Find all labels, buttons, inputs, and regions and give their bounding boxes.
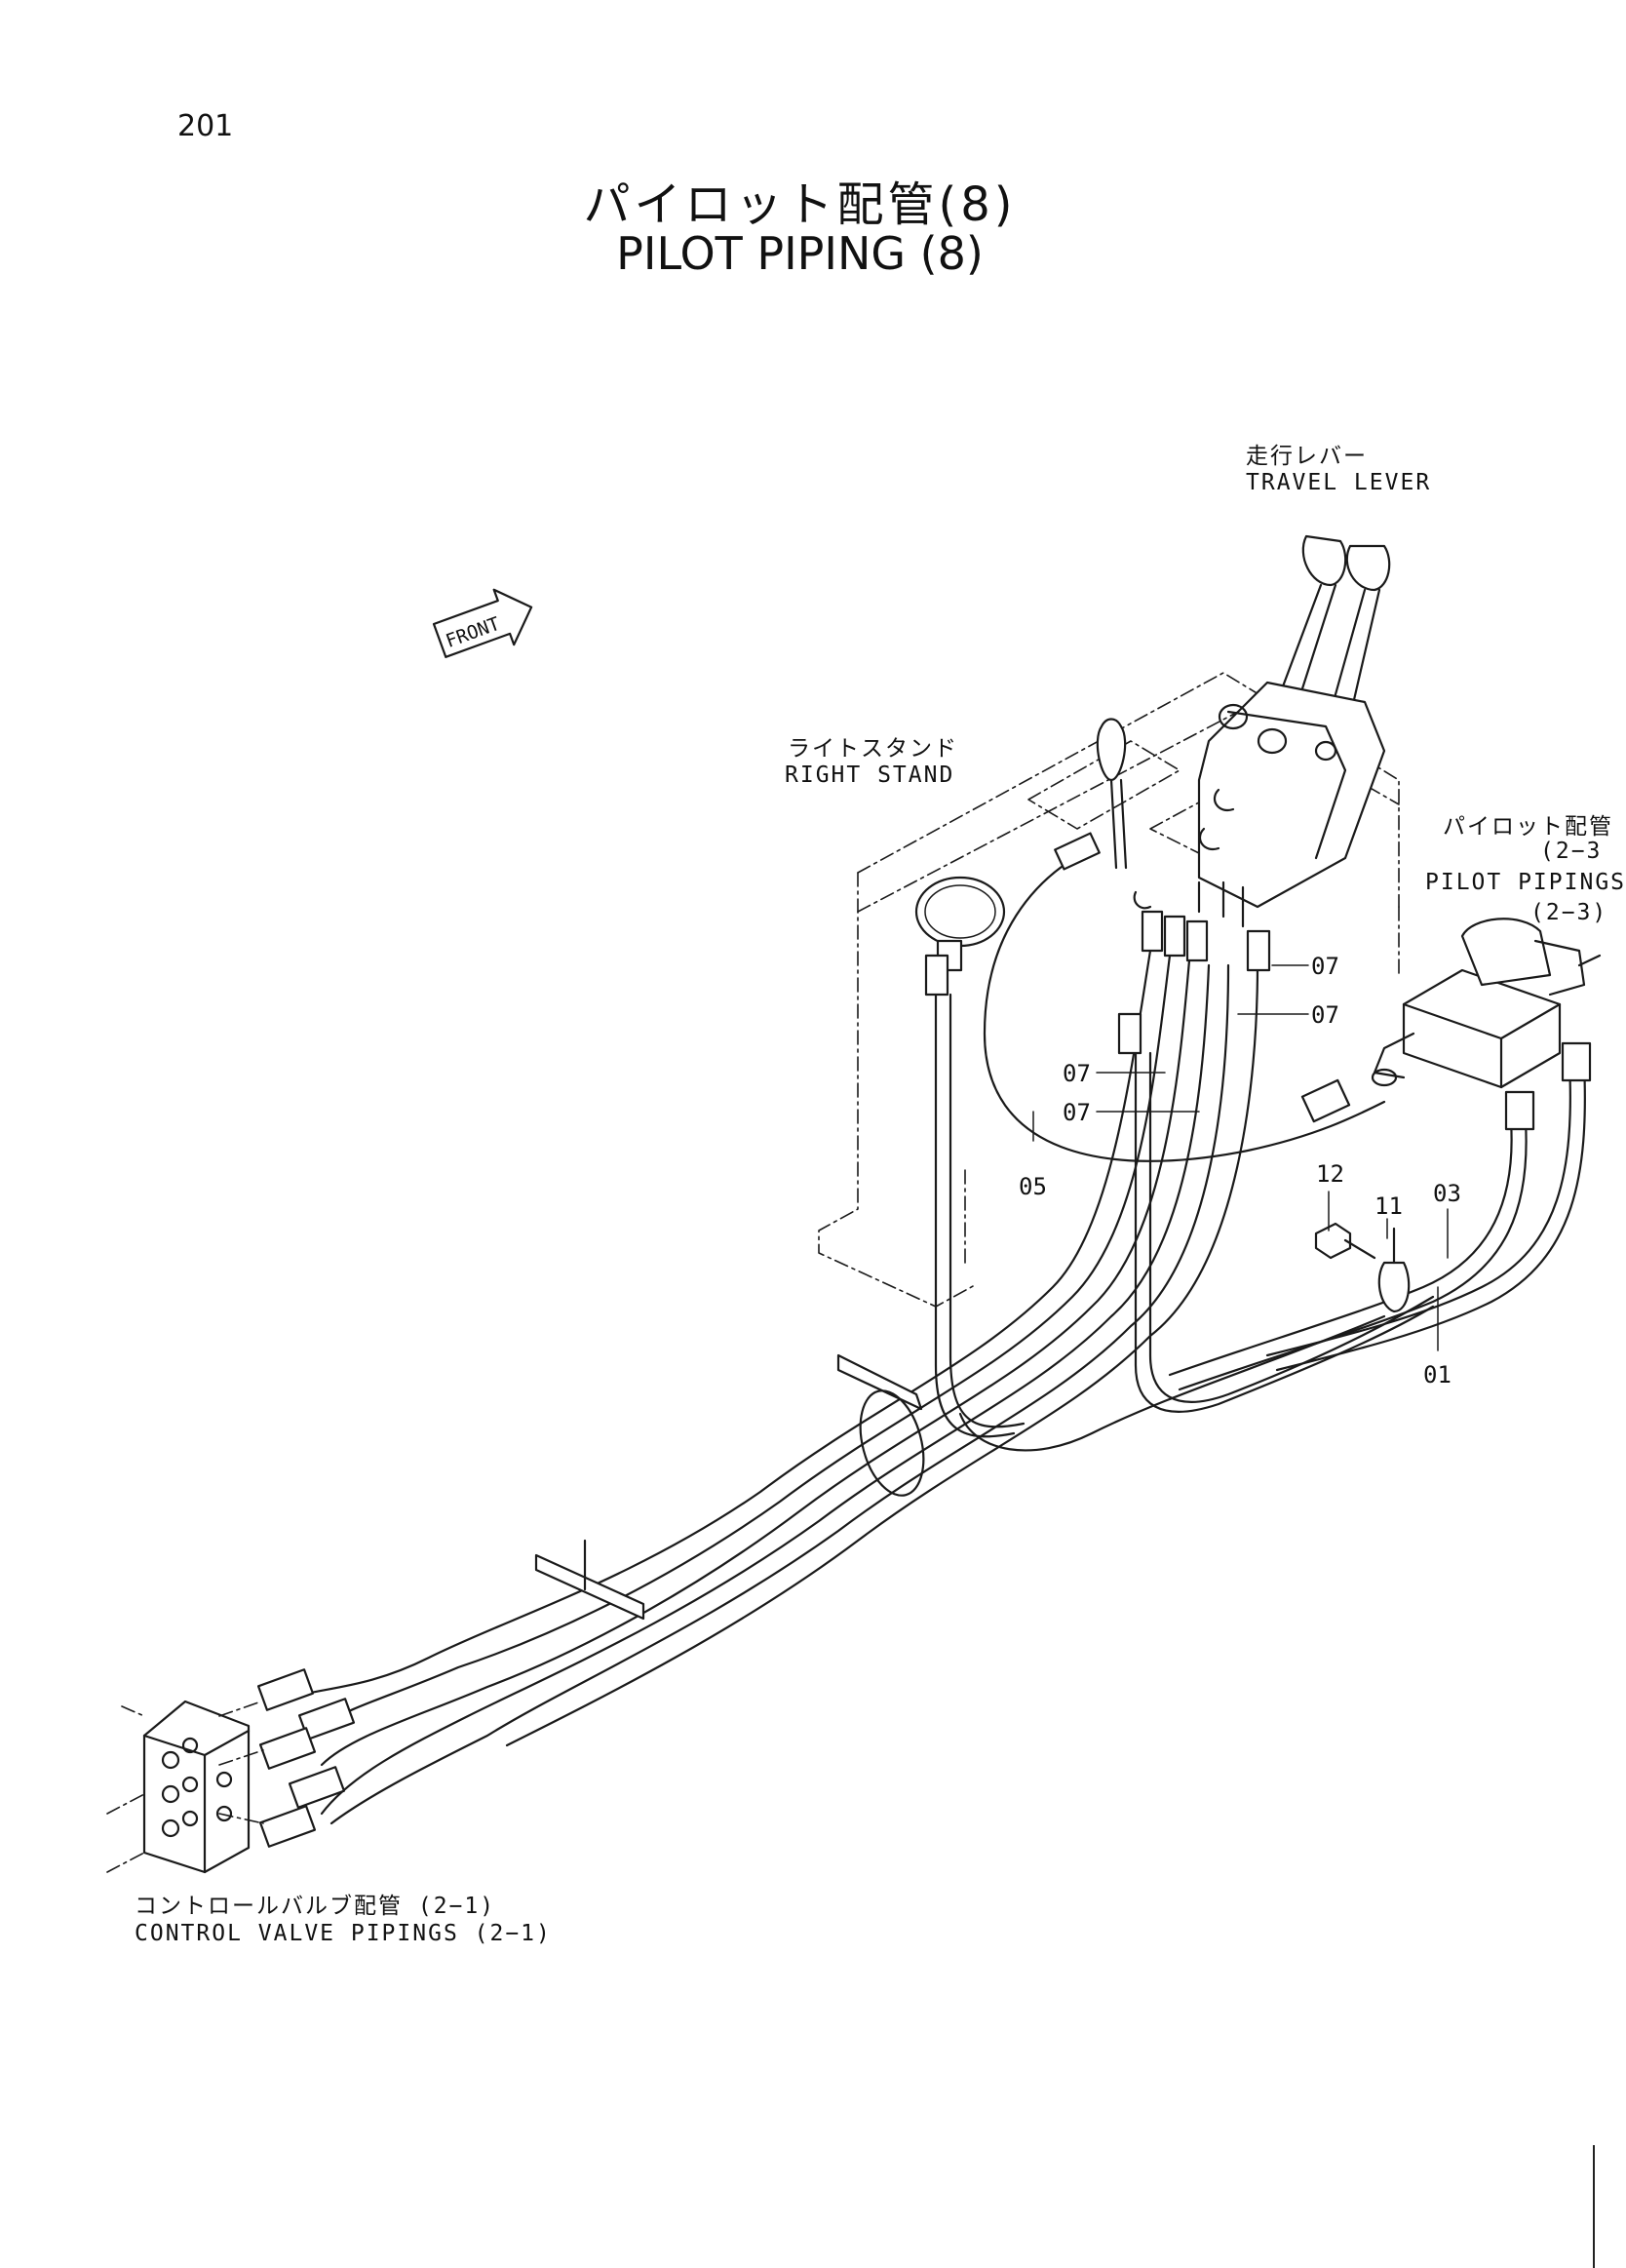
callout-11: 11 [1374, 1193, 1403, 1220]
page-title-english: PILOT PIPING (8) [616, 227, 984, 280]
page-title-japanese: パイロット配管(8) [583, 177, 1017, 232]
front-arrow: FRONT [432, 588, 533, 658]
pilot-piping-label-en: PILOT PIPINGS [1425, 870, 1626, 895]
bundle-clamp-lower [534, 1539, 645, 1621]
travel-lever-assembly [1197, 534, 1391, 909]
travel-lever-label-jp: 走行レバー [1246, 444, 1368, 469]
hose-bundle [290, 846, 1435, 1825]
stand-fittings [924, 832, 1271, 1055]
pilot-piping-ref-2: (2−3) [1530, 900, 1608, 925]
callout-07-lower-left: 07 [1063, 1099, 1091, 1126]
control-valve-label-en: CONTROL VALVE PIPINGS (2−1) [135, 1921, 552, 1946]
callout-leaders [1032, 964, 1449, 1351]
hoses-01-03 [1168, 1041, 1592, 1391]
callout-01: 01 [1423, 1361, 1452, 1388]
bolt-12 [1314, 1222, 1376, 1260]
bundle-clamp-upper [836, 1353, 925, 1497]
callout-03: 03 [1433, 1180, 1461, 1207]
callout-labels: 07 07 07 07 05 12 11 03 01 [1019, 953, 1461, 1388]
travel-lever-label-en: TRAVEL LEVER [1246, 470, 1432, 495]
control-valve-label-jp: コントロールバルブ配管 (2−1) [135, 1894, 496, 1919]
page-number: 201 [177, 109, 234, 143]
callout-07-upper-right: 07 [1311, 953, 1339, 980]
callout-12: 12 [1316, 1160, 1344, 1188]
clamp-11 [1377, 1227, 1411, 1313]
right-stand-label-jp: ライトスタンド [788, 736, 958, 762]
control-valve-fittings [218, 1668, 356, 1848]
control-valve-block [106, 1700, 251, 1874]
pilot-piping-label-jp: パイロット配管 [1443, 814, 1613, 840]
lock-lever [1096, 718, 1128, 870]
callout-07-upper-left: 07 [1063, 1060, 1091, 1087]
callout-07-lower-right: 07 [1311, 1001, 1339, 1029]
right-stand-label-en: RIGHT STAND [785, 763, 955, 788]
page-edge-mark [1593, 2145, 1595, 2268]
pilot-valve-block [1371, 918, 1602, 1089]
callout-05: 05 [1019, 1173, 1047, 1200]
pilot-piping-ref-1: (2−3 [1540, 839, 1603, 864]
